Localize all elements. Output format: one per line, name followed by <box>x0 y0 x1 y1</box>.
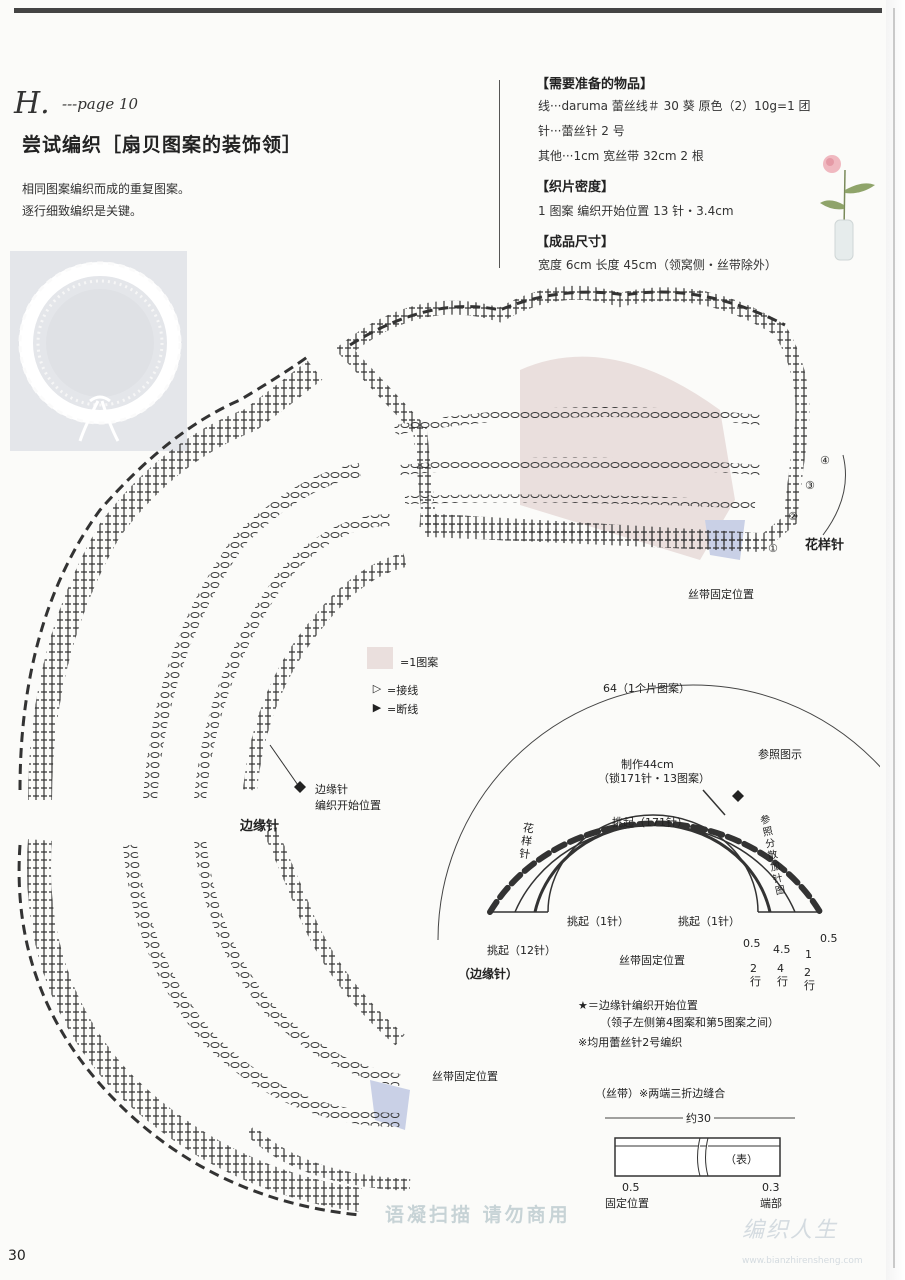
materials-line-1: 线···daruma 蕾丝线＃ 30 葵 原色（2）10g=1 团 <box>538 99 811 113</box>
page-title: 尝试编织［扇贝图案的装饰领］ <box>22 134 303 156</box>
ribbon-face: （表） <box>725 1153 758 1166</box>
legend-motif: =1图案 <box>400 656 439 669</box>
ribbon-title: （丝带）※两端三折边缝合 <box>595 1087 726 1100</box>
rows-0: 2行 <box>750 962 761 988</box>
rows-1: 4行 <box>777 962 788 988</box>
size-line-1: 宽度 6cm 长度 45cm（领窝侧・丝带除外） <box>538 258 777 272</box>
ribbon-length: 约30 <box>683 1110 714 1126</box>
note-edge-location: （领子左侧第4图案和第5图案之间） <box>600 1016 779 1029</box>
divider-line <box>499 80 500 268</box>
top-border <box>14 8 882 13</box>
ribbon-left-label: 固定位置 <box>605 1197 649 1210</box>
schematic-pickup-left: 挑起（1针） <box>567 915 629 928</box>
ribbon-position-top: 丝带固定位置 <box>688 588 754 601</box>
dim-0: 0.5 <box>743 937 761 950</box>
page-edge <box>886 0 905 1280</box>
note-edge-start: ★＝边缘针编织开始位置 <box>578 999 698 1012</box>
row-label-4: ④ <box>820 454 830 467</box>
collar-photo <box>10 251 187 451</box>
ribbon-left-dim: 0.5 <box>622 1181 640 1194</box>
join-arrow-icon: ▷ <box>372 682 382 695</box>
rows-2: 2行 <box>804 966 815 992</box>
page-number: 30 <box>8 1248 26 1264</box>
schematic-pickup-right: 挑起（1针） <box>678 915 740 928</box>
flower-stitch-label: 花样针 <box>805 538 845 553</box>
schematic-total: 64（1个片图案） <box>603 682 690 695</box>
ribbon-right-label: 端部 <box>760 1197 782 1210</box>
page-fold-line <box>893 8 895 1268</box>
schematic-made: 制作44cm <box>621 758 674 771</box>
ribbon-right-dim: 0.3 <box>762 1181 780 1194</box>
page-reference: ---page 10 <box>62 95 139 113</box>
schematic-pickup: 挑起（171针） <box>612 816 688 829</box>
row-label-3: ③ <box>805 479 815 492</box>
schematic-ref-chart: 参照图示 <box>758 748 802 761</box>
row-label-2: ② <box>788 510 798 523</box>
legend-cut: =断线 <box>387 703 419 716</box>
edge-start-label-2: 编织开始位置 <box>315 799 381 812</box>
schematic-chain: （锁171针・13图案） <box>598 772 710 785</box>
schematic-ribbon-pos: 丝带固定位置 <box>619 954 685 967</box>
edge-start-label-1: 边缘针 <box>315 783 348 796</box>
materials-line-3: 其他···1cm 宽丝带 32cm 2 根 <box>538 149 704 163</box>
dim-1: 4.5 <box>773 943 791 956</box>
motif-swatch <box>367 647 393 669</box>
note-hook: ※均用蕾丝针2号编织 <box>578 1036 683 1049</box>
rose-vase-illustration <box>800 150 880 262</box>
materials-line-2: 针···蕾丝针 2 号 <box>538 124 625 138</box>
legend-join: =接线 <box>387 684 419 697</box>
size-heading: 【成品尺寸】 <box>536 235 615 250</box>
description-line-2: 逐行细致编织是关键。 <box>22 204 143 218</box>
materials-heading: 【需要准备的物品】 <box>536 77 654 92</box>
site-logo-url: www.bianzhirensheng.com <box>742 1256 863 1266</box>
pattern-letter: H. <box>14 86 50 121</box>
dim-3: 0.5 <box>820 932 838 945</box>
schematic-edge-stitch: （边缘针） <box>458 967 519 981</box>
description-line-1: 相同图案编织而成的重复图案。 <box>22 182 191 196</box>
crochet-chart <box>0 280 880 1220</box>
gauge-heading: 【织片密度】 <box>536 180 615 195</box>
gauge-line-1: 1 图案 编织开始位置 13 针・3.4cm <box>538 204 734 218</box>
scan-watermark: 语凝扫描 请勿商用 <box>385 1204 571 1226</box>
cut-arrow-icon: ▶ <box>372 701 382 714</box>
site-logo: 编织人生 <box>742 1218 839 1243</box>
row-label-1: ① <box>768 542 778 555</box>
edge-stitch-label: 边缘针 <box>240 819 280 834</box>
ribbon-position-bottom: 丝带固定位置 <box>432 1070 498 1083</box>
dim-2: 1 <box>805 948 812 961</box>
schematic-pickup-12: 挑起（12针） <box>487 944 556 957</box>
